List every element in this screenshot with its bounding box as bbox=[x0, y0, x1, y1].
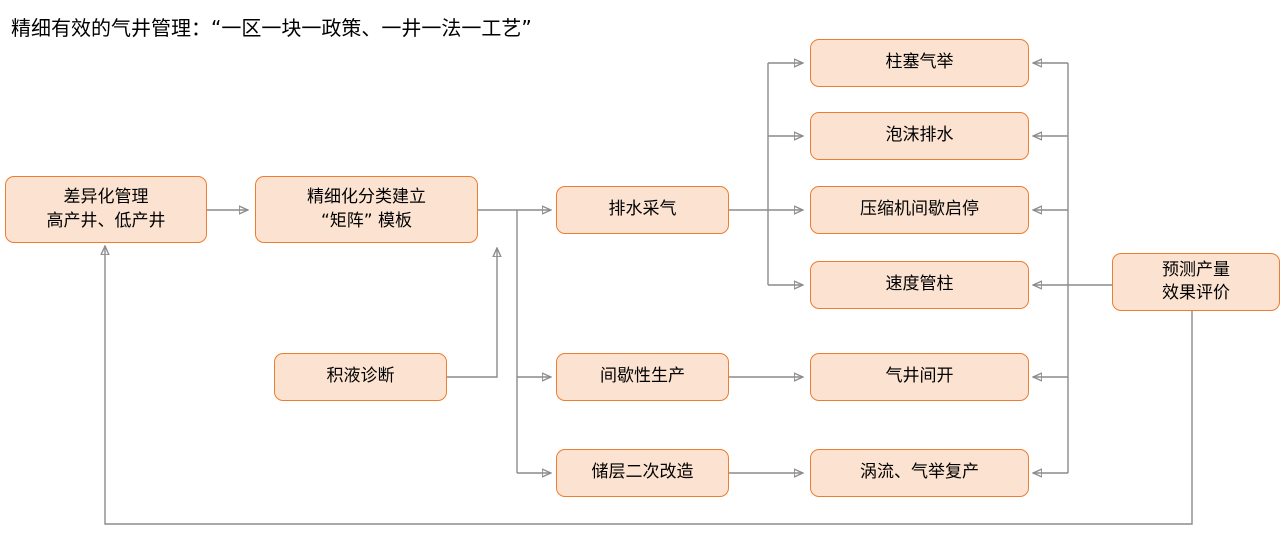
node-line-1: 间歇性生产 bbox=[600, 366, 685, 387]
page-title: 精细有效的气井管理：“一区一块一政策、一井一法一工艺” bbox=[11, 16, 532, 40]
node-velocity-string[interactable]: 速度管柱 bbox=[810, 261, 1029, 309]
node-line-1: 泡沫排水 bbox=[885, 125, 954, 146]
node-line-1: 压缩机间歇启停 bbox=[860, 199, 979, 220]
node-compressor-intermittent[interactable]: 压缩机间歇启停 bbox=[810, 186, 1029, 234]
node-forecast-evaluation[interactable]: 预测产量 效果评价 bbox=[1112, 253, 1280, 311]
node-refined-classification[interactable]: 精细化分类建立 “矩阵” 模板 bbox=[255, 176, 478, 243]
edge-forecast-feedback-to-diff bbox=[105, 246, 1193, 525]
node-line-2: “矩阵” 模板 bbox=[320, 210, 413, 231]
node-foam-drainage[interactable]: 泡沫排水 bbox=[810, 112, 1029, 160]
node-reservoir-restimulation[interactable]: 储层二次改造 bbox=[556, 449, 729, 497]
node-line-1: 涡流、气举复产 bbox=[860, 462, 979, 483]
node-line-1: 预测产量 bbox=[1162, 259, 1230, 280]
node-line-1: 柱塞气举 bbox=[885, 52, 954, 73]
node-vortex-gaslift-restart[interactable]: 涡流、气举复产 bbox=[810, 449, 1029, 497]
node-line-2: 高产井、低产井 bbox=[46, 210, 166, 231]
node-gas-well-intermittent-open[interactable]: 气井间开 bbox=[810, 353, 1029, 401]
node-liquid-loading-diagnosis[interactable]: 积液诊断 bbox=[274, 353, 447, 401]
node-line-1: 差异化管理 bbox=[63, 187, 149, 208]
node-line-1: 速度管柱 bbox=[885, 274, 954, 295]
node-line-1: 储层二次改造 bbox=[591, 462, 694, 483]
node-plunger-lift[interactable]: 柱塞气举 bbox=[810, 39, 1029, 87]
node-differentiated-management[interactable]: 差异化管理 高产井、低产井 bbox=[5, 176, 207, 243]
node-intermittent-production[interactable]: 间歇性生产 bbox=[556, 353, 729, 401]
node-line-1: 排水采气 bbox=[608, 199, 677, 220]
node-line-2: 效果评价 bbox=[1162, 283, 1230, 303]
node-line-1: 精细化分类建立 bbox=[307, 187, 426, 208]
node-line-1: 积液诊断 bbox=[326, 366, 395, 387]
node-line-1: 气井间开 bbox=[885, 366, 954, 387]
node-dewatering-gas-production[interactable]: 排水采气 bbox=[556, 186, 729, 234]
edge-diagnosis-to-classification bbox=[447, 248, 497, 378]
